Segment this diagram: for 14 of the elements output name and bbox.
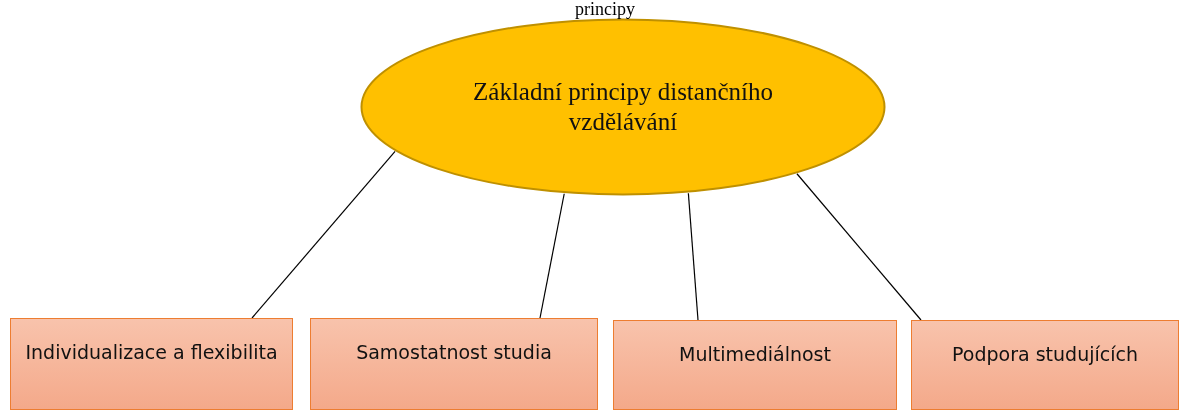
node-label: Podpora studujících — [952, 342, 1138, 367]
ellipse-node — [360, 18, 886, 196]
principle-box — [613, 320, 897, 410]
principle-box — [911, 320, 1179, 410]
principle-box — [310, 318, 598, 410]
connector-line — [687, 192, 699, 321]
node-label: Individualizace a flexibilita — [25, 340, 278, 365]
connector-line — [796, 173, 922, 321]
node-title: Základní principy distančního vzdělávání — [472, 77, 774, 137]
node-label: Samostatnost studia — [356, 340, 552, 365]
connector-line — [539, 193, 565, 319]
node-label: Multimediálnost — [679, 342, 831, 367]
principle-box — [10, 318, 293, 410]
connector-line — [251, 150, 396, 319]
